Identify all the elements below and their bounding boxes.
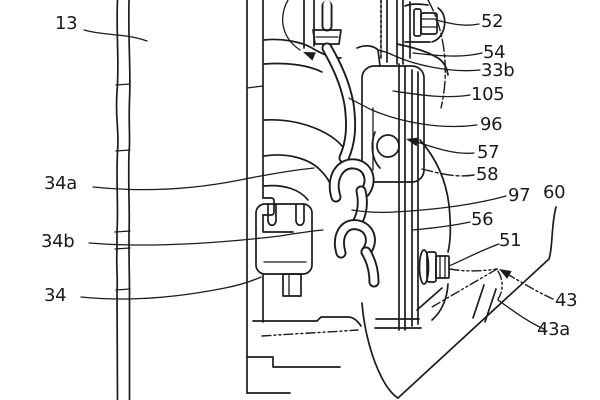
ref-label-57: 57 [477,142,500,163]
disc-and-mount-plates [374,0,449,331]
ref-label-33b: 33b [481,60,515,81]
brake-hoses [303,0,380,288]
ref-label-34a: 34a [44,173,78,194]
leader-lines [80,0,554,330]
ref-label-43: 43 [555,290,578,311]
ref-label-54: 54 [483,42,506,63]
ref-label-13: 13 [55,13,78,34]
ref-label-96: 96 [480,114,503,135]
fork-tube-outline [114,0,131,400]
ref-label-58: 58 [476,164,499,185]
hose-clamp-block [255,203,313,297]
ref-label-34b: 34b [41,231,75,252]
bolt-52 [413,7,446,43]
ref-label-52: 52 [481,11,504,32]
ref-label-34: 34 [44,285,67,306]
ref-label-105: 105 [471,84,505,105]
bolt-51 [418,249,450,285]
leader-arrowheads [303,52,512,279]
ref-label-60: 60 [543,182,566,203]
ref-label-97: 97 [508,185,531,206]
ref-label-51: 51 [499,230,522,251]
ref-label-56: 56 [471,209,494,230]
hose-grommet [371,107,400,171]
fender-phantom [261,206,557,399]
ref-label-43a: 43a [537,319,571,340]
